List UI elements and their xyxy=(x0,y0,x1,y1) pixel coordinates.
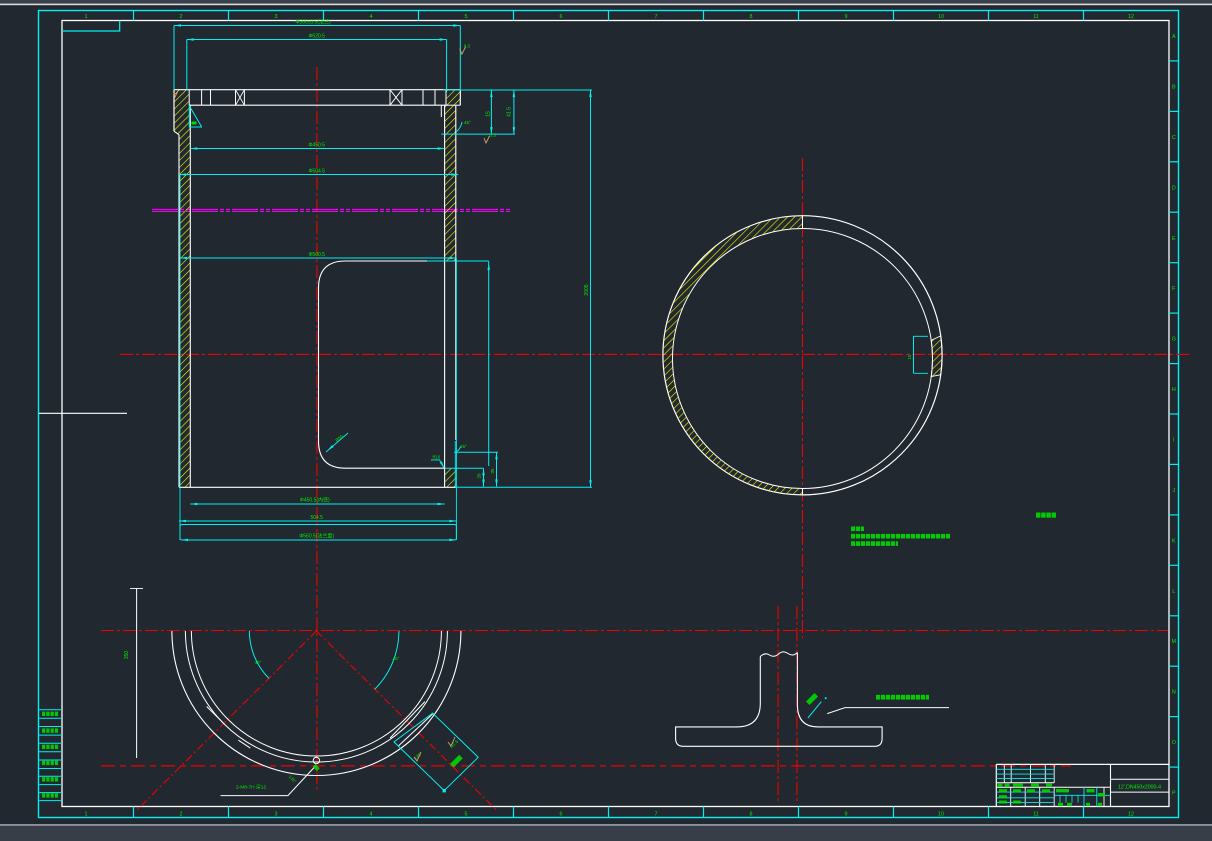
svg-text:7: 7 xyxy=(655,812,658,818)
svg-text:4: 4 xyxy=(370,14,373,20)
svg-text:8: 8 xyxy=(750,812,753,818)
svg-text:K: K xyxy=(1172,538,1176,544)
svg-text:2: 2 xyxy=(180,14,183,20)
svg-text:Φ450.5(内径): Φ450.5(内径) xyxy=(300,497,330,504)
svg-text:F: F xyxy=(1172,286,1176,292)
svg-text:Ω2.5: Ω2.5 xyxy=(449,738,460,748)
svg-text:R10: R10 xyxy=(433,455,441,460)
svg-text:C: C xyxy=(1172,135,1176,141)
svg-text:20: 20 xyxy=(477,473,482,479)
svg-text:1: 1 xyxy=(85,812,88,818)
svg-text:R50: R50 xyxy=(335,433,345,442)
svg-text:J: J xyxy=(1172,488,1175,494)
svg-text:6: 6 xyxy=(560,14,563,20)
svg-text:5: 5 xyxy=(465,812,468,818)
svg-text:11: 11 xyxy=(1033,812,1039,818)
svg-text:12',DN450x2000-4: 12',DN450x2000-4 xyxy=(1118,784,1161,790)
svg-text:M: M xyxy=(1172,639,1177,645)
svg-text:H: H xyxy=(1172,387,1176,393)
svg-text:Φ520.5: Φ520.5 xyxy=(308,34,325,40)
svg-text:3: 3 xyxy=(275,812,278,818)
svg-text:Φ500.5: Φ500.5 xyxy=(308,252,325,258)
svg-text:45°: 45° xyxy=(464,120,471,125)
svg-text:4: 4 xyxy=(370,812,373,818)
svg-text:135°: 135° xyxy=(413,751,423,761)
svg-text:10: 10 xyxy=(907,354,912,360)
svg-text:3: 3 xyxy=(275,14,278,20)
svg-text:Φ450.5: Φ450.5 xyxy=(308,143,325,149)
svg-text:1: 1 xyxy=(85,14,88,20)
svg-text:6.3: 6.3 xyxy=(464,44,470,49)
svg-text:L: L xyxy=(1172,589,1175,595)
svg-text:11: 11 xyxy=(1033,14,1039,20)
svg-text:41.5: 41.5 xyxy=(507,107,513,117)
svg-text:G: G xyxy=(1172,337,1176,343)
svg-text:Φ504.5: Φ504.5 xyxy=(308,169,325,175)
svg-text:8: 8 xyxy=(750,14,753,20)
svg-text:2: 2 xyxy=(180,812,183,818)
svg-text:45°: 45° xyxy=(460,444,467,449)
svg-text:9: 9 xyxy=(845,14,848,20)
svg-text:O: O xyxy=(1172,740,1176,746)
svg-text:12: 12 xyxy=(1128,14,1134,20)
svg-text:45°: 45° xyxy=(393,656,400,661)
svg-text:504.5: 504.5 xyxy=(310,515,323,521)
svg-text:Φ560.5(法兰盘): Φ560.5(法兰盘) xyxy=(299,533,334,540)
svg-text:E: E xyxy=(1172,236,1176,242)
svg-text:35: 35 xyxy=(490,468,495,474)
svg-text:45°: 45° xyxy=(255,660,262,665)
svg-text:9: 9 xyxy=(845,812,848,818)
svg-text:2-M8-7H 深12: 2-M8-7H 深12 xyxy=(236,784,266,791)
svg-text:N: N xyxy=(1172,690,1176,696)
svg-text:15: 15 xyxy=(486,111,492,117)
svg-text:6: 6 xyxy=(560,812,563,818)
svg-text:D: D xyxy=(1172,185,1176,191)
svg-text:P: P xyxy=(1172,791,1176,797)
svg-text:10: 10 xyxy=(938,14,944,20)
svg-text:7: 7 xyxy=(655,14,658,20)
svg-text:350: 350 xyxy=(124,651,130,660)
svg-text:A: A xyxy=(1172,34,1176,40)
svg-text:12.5: 12.5 xyxy=(488,133,497,138)
svg-text:2005: 2005 xyxy=(584,284,590,295)
svg-text:I: I xyxy=(1173,438,1175,444)
svg-text:10: 10 xyxy=(938,812,944,818)
svg-text:5: 5 xyxy=(465,14,468,20)
svg-text:135°: 135° xyxy=(288,774,298,784)
svg-text:B: B xyxy=(1172,84,1176,90)
svg-text:Φ560±0.5(法兰): Φ560±0.5(法兰) xyxy=(295,19,331,26)
svg-text:12: 12 xyxy=(1128,812,1134,818)
